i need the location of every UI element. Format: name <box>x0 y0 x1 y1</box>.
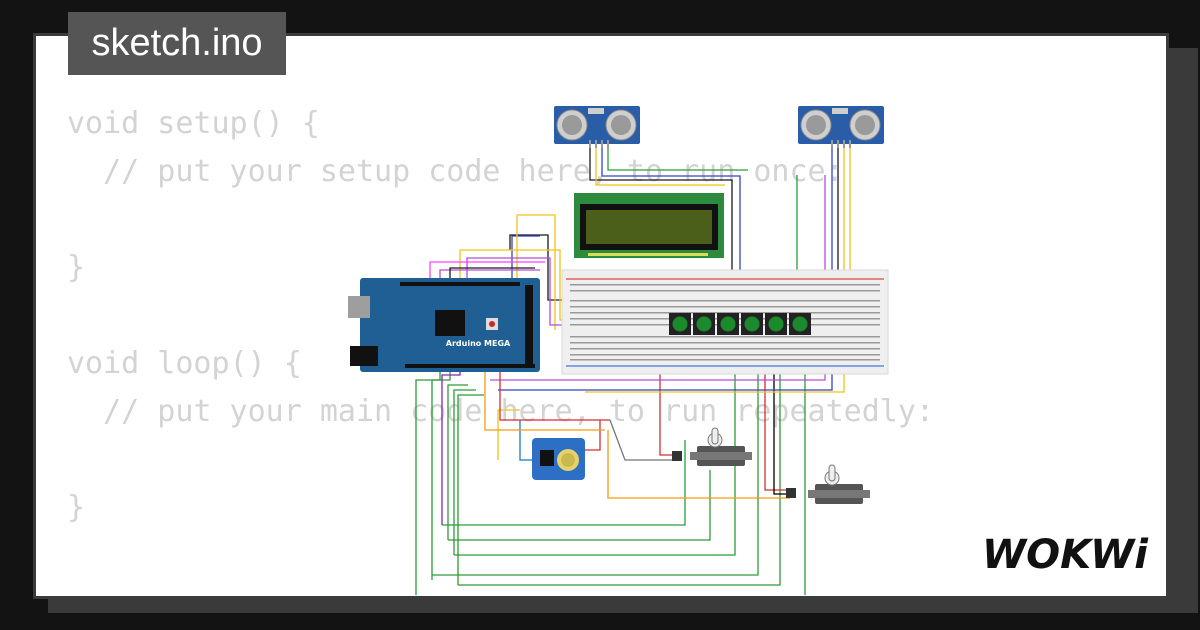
board-label: Arduino MEGA <box>446 339 511 348</box>
file-tab[interactable]: sketch.ino <box>68 12 286 75</box>
pushbutton <box>741 313 763 335</box>
pushbutton <box>765 313 787 335</box>
code-line: void setup() { <box>67 106 320 141</box>
wokwi-logo-icon[interactable]: WOKWi <box>978 526 1153 580</box>
lcd-display <box>574 193 724 258</box>
rtc-module <box>532 438 585 480</box>
pushbutton <box>669 313 691 335</box>
wokwi-logo-text: WOKWi <box>982 532 1149 578</box>
pushbutton <box>693 313 715 335</box>
arduino-mega-board: Arduino MEGA <box>348 278 540 372</box>
code-text: void setup() { // put your setup code he… <box>67 100 934 532</box>
ultrasonic-sensor-right <box>798 106 884 148</box>
wires <box>415 145 883 595</box>
code-line: // put your setup code here, to run once… <box>67 154 844 189</box>
code-line: } <box>67 490 86 525</box>
pushbutton-row <box>669 313 811 335</box>
ultrasonic-sensor-left <box>554 106 640 148</box>
pushbutton <box>789 313 811 335</box>
code-line: // put your main code here, to run repea… <box>67 394 934 429</box>
servo-motor-1 <box>672 427 752 466</box>
pushbutton <box>717 313 739 335</box>
servo-motor-2 <box>786 464 870 504</box>
code-line: } <box>67 250 86 285</box>
code-line: void loop() { <box>67 346 302 381</box>
